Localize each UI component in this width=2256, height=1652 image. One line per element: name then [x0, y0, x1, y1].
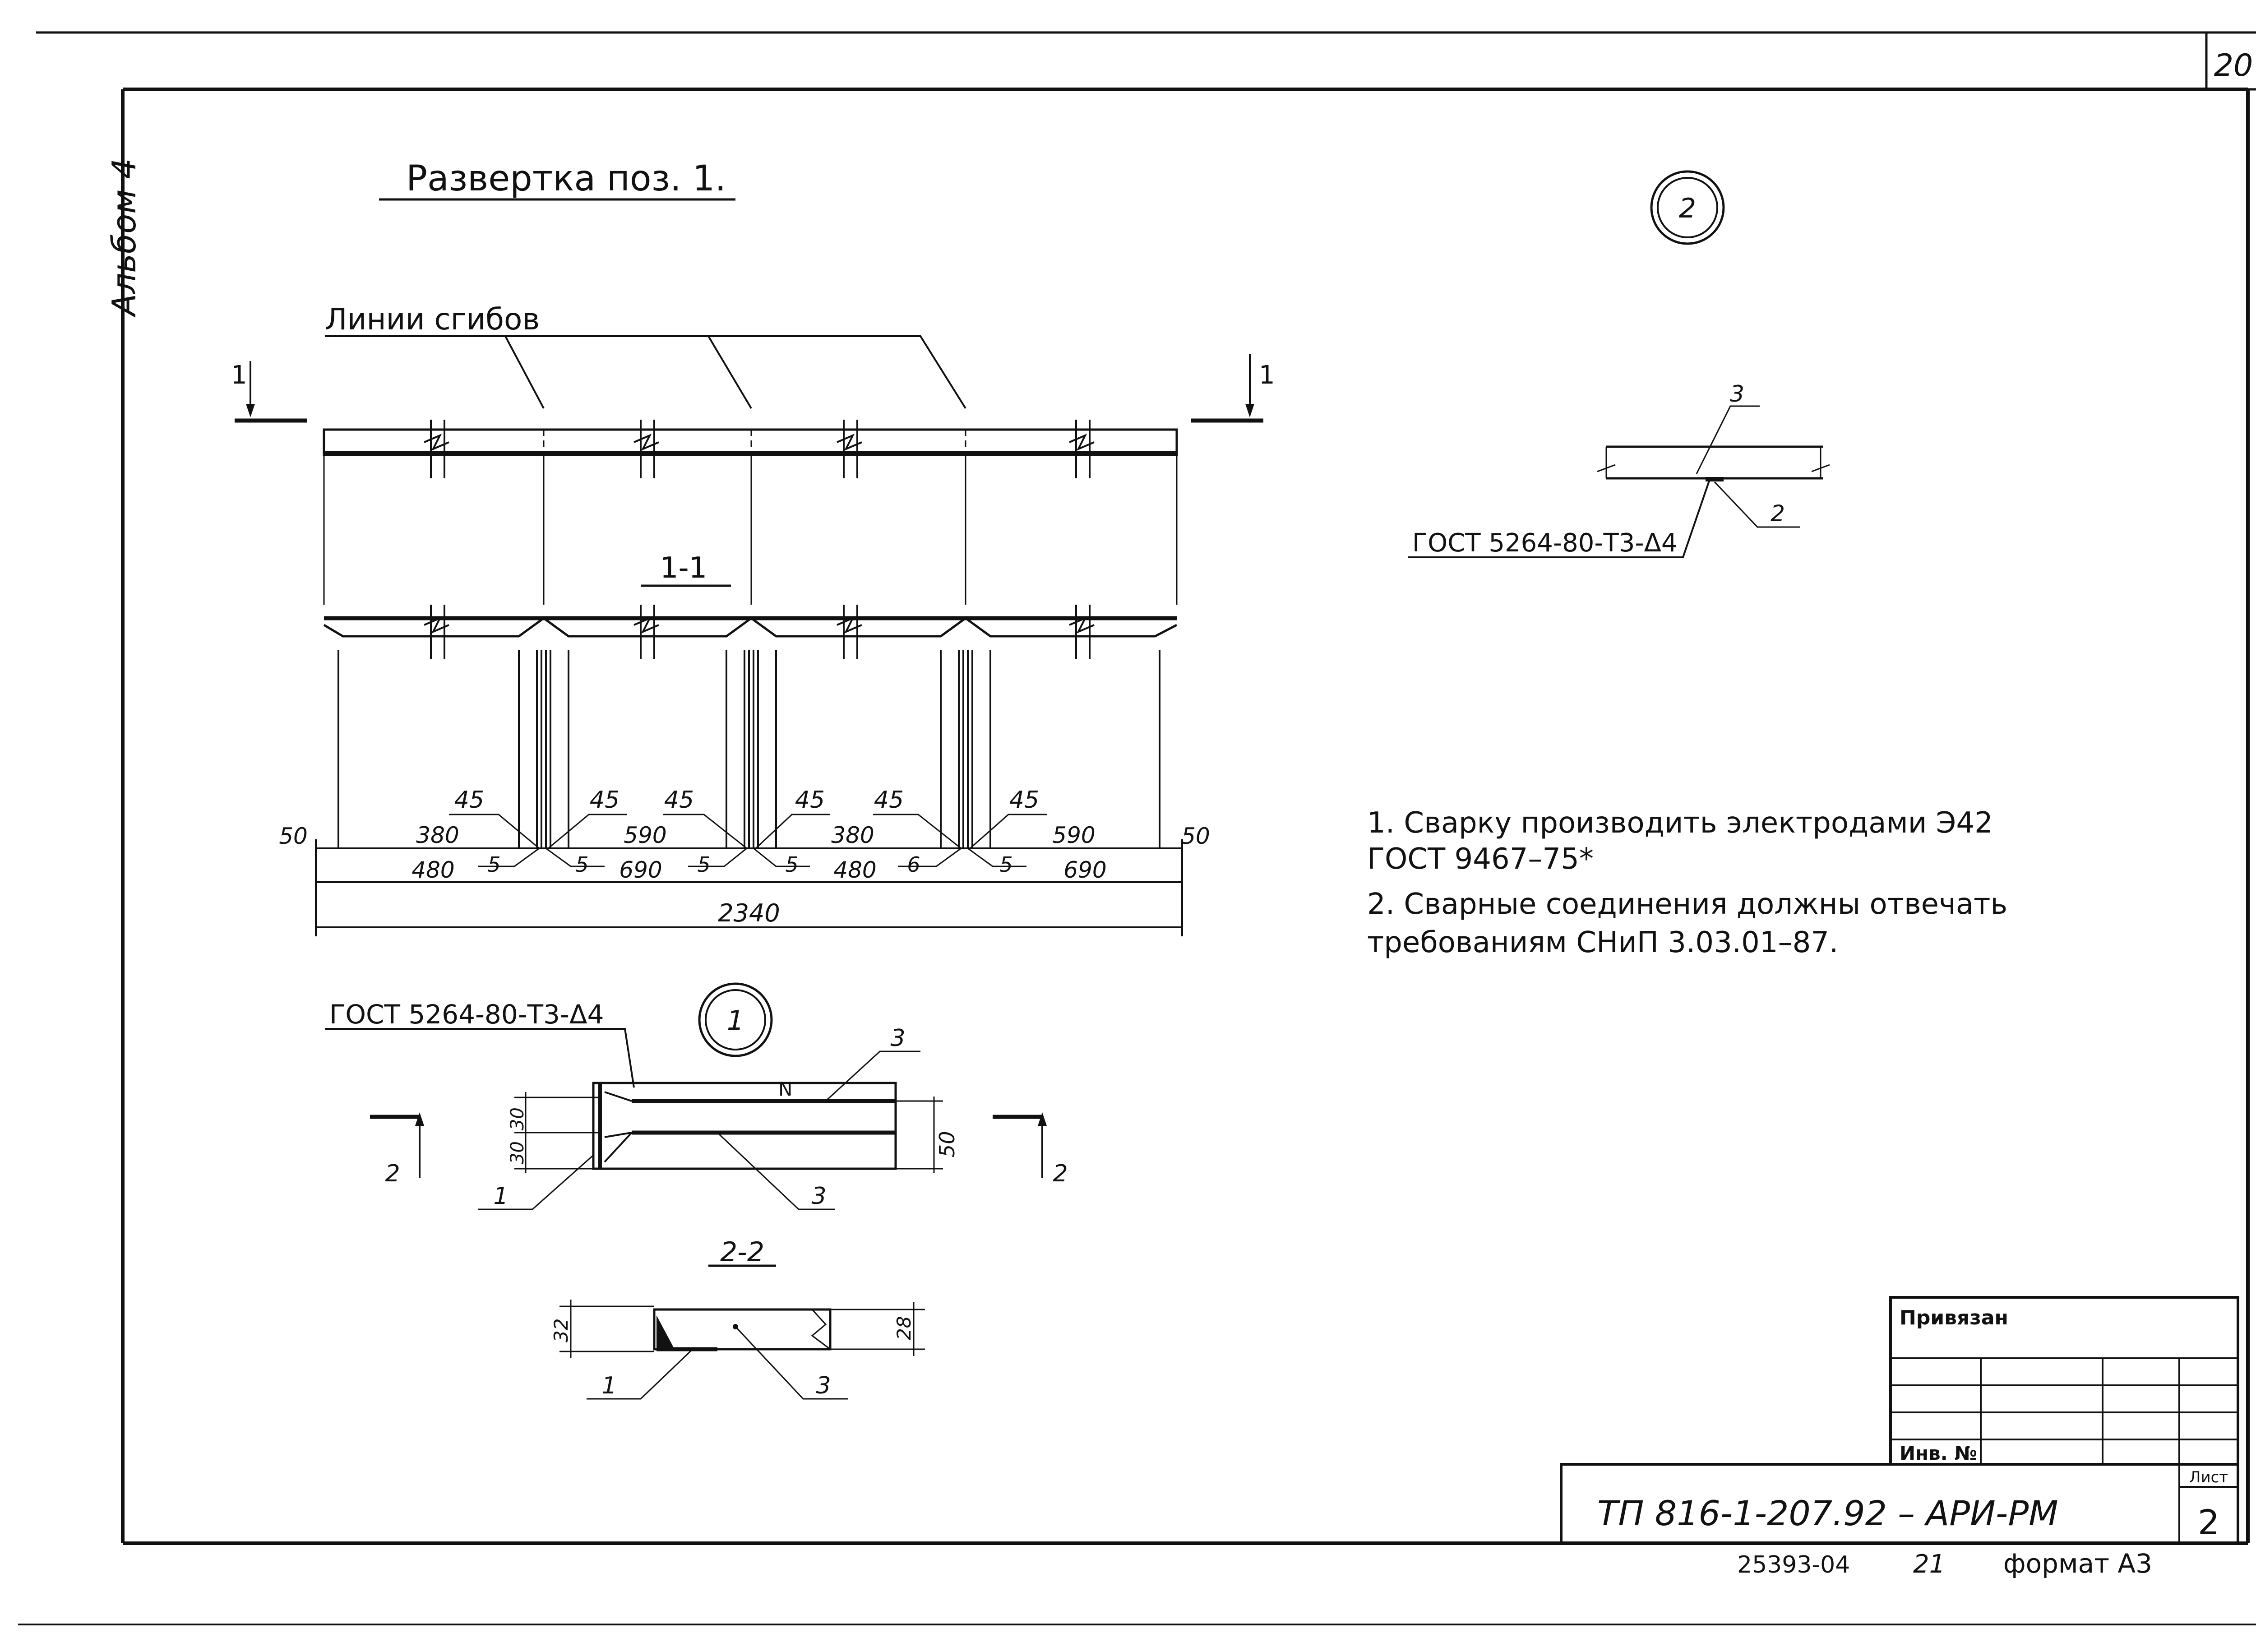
end-dim-left: 50	[279, 823, 308, 849]
node-1-dim-30-b: 30	[507, 1141, 528, 1164]
bottom-number: 21	[1913, 1550, 1945, 1579]
section-2-2	[559, 1264, 925, 1400]
node-2-pos-2: 2	[1771, 500, 1785, 527]
note-1-line-2: ГОСТ 9467–75*	[1367, 842, 1594, 876]
small-dim-4: 5	[785, 852, 798, 877]
page-number: 20	[2214, 48, 2253, 83]
row2-dim-1: 480	[411, 857, 454, 883]
album-label: Альбом 4	[105, 158, 143, 318]
end-dim-right: 50	[1181, 823, 1210, 849]
format-label: формат А3	[2003, 1548, 2152, 1579]
section-1-1-title: 1-1	[660, 551, 707, 585]
small-dim-5: 6	[907, 852, 920, 877]
node-1-detail	[325, 982, 1047, 1210]
node-2-detail	[1408, 170, 1830, 558]
small-dim-2: 5	[575, 852, 588, 877]
inv-label: Инв. №	[1900, 1442, 1977, 1464]
section-2-2-pos-1: 1	[601, 1372, 616, 1399]
node-1-pos-3-top: 3	[890, 1025, 905, 1052]
node-2-weld-spec: ГОСТ 5264-80-Т3-Δ4	[1412, 528, 1678, 558]
section-2-2-dim-28: 28	[893, 1316, 915, 1340]
bottom-code: 25393-04	[1737, 1551, 1850, 1578]
fold-lines-label: Линии сгибов	[325, 302, 540, 337]
section-mark-2-right: 2	[1053, 1160, 1068, 1187]
node-2-number: 2	[1679, 193, 1696, 224]
node-1-dim-50: 50	[935, 1131, 959, 1157]
angle-dim-1: 45	[454, 787, 484, 814]
sheet-frame	[18, 31, 2256, 1625]
node-1-dim-30-a: 30	[507, 1107, 528, 1130]
node-2-pos-3: 3	[1730, 381, 1744, 407]
note-2-line-2: требованиям СНиП 3.03.01–87.	[1367, 926, 1838, 959]
node-1-number: 1	[727, 1005, 744, 1037]
sheet-number: 2	[2198, 1502, 2219, 1542]
development-title: Развертка поз. 1.	[406, 158, 726, 199]
row1-dim-4: 590	[1052, 822, 1095, 848]
angle-dim-2: 45	[590, 787, 619, 814]
angle-dim-6: 45	[1009, 787, 1039, 814]
note-1-line-1: 1. Сварку производить электродами Э42	[1367, 806, 1993, 840]
small-dim-1: 5	[487, 852, 500, 877]
angle-dim-4: 45	[795, 787, 825, 814]
title-block	[1560, 1296, 2239, 1545]
row2-dim-4: 690	[1063, 857, 1106, 883]
total-dim: 2340	[718, 899, 780, 927]
section-2-2-pos-3: 3	[816, 1372, 831, 1399]
section-mark-left: 1	[231, 361, 247, 390]
row1-dim-3: 380	[831, 822, 874, 848]
node-1-pos-1: 1	[493, 1183, 508, 1210]
small-dim-3: 5	[697, 852, 710, 877]
development-view: Развертка поз. 1. Линии сгибов 1 1	[231, 158, 1275, 936]
row2-dim-2: 690	[619, 857, 662, 883]
node-1-weld-spec: ГОСТ 5264-80-Т3-Δ4	[329, 999, 604, 1030]
row1-dim-2: 590	[624, 822, 666, 848]
angle-dim-3: 45	[664, 787, 694, 814]
note-2-line-1: 2. Сварные соединения должны отвечать	[1367, 888, 2007, 921]
section-mark-2-left: 2	[385, 1160, 400, 1187]
small-dim-6: 5	[999, 852, 1012, 877]
row2-dim-3: 480	[833, 857, 876, 883]
node-1-weld-mark: N	[778, 1078, 792, 1100]
angle-dim-5: 45	[874, 787, 904, 814]
section-2-2-dim-32: 32	[550, 1319, 572, 1342]
section-2-2-title: 2-2	[720, 1236, 764, 1268]
row1-dim-1: 380	[416, 822, 459, 848]
section-mark-right: 1	[1259, 361, 1275, 390]
document-code: ТП 816-1-207.92 – АРИ-РМ	[1597, 1493, 2058, 1533]
node-1-pos-3-bottom: 3	[811, 1183, 826, 1210]
sheet-label: Лист	[2189, 1468, 2228, 1486]
tied-label: Привязан	[1900, 1306, 2008, 1329]
